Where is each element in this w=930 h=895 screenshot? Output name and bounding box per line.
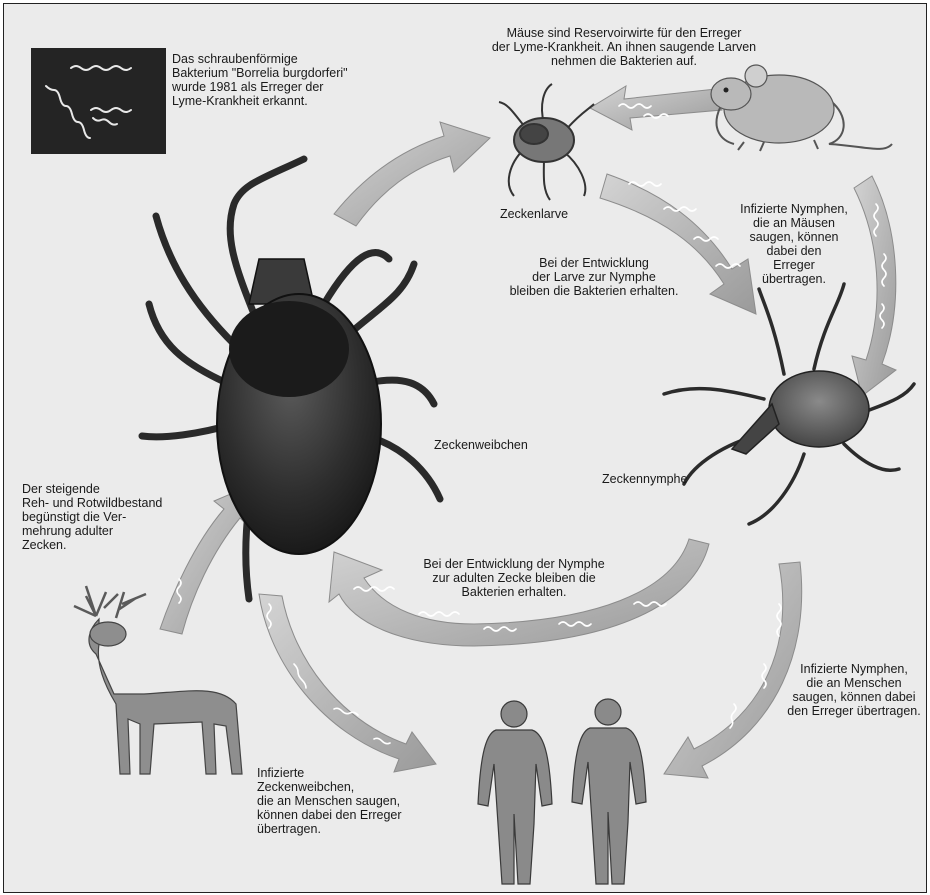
diagram-frame: Das schraubenförmige Bakterium "Borrelia… xyxy=(3,3,927,893)
label-female: Zeckenweibchen xyxy=(434,438,528,452)
label-larva-to-nymph: Bei der Entwicklung der Larve zur Nymphe… xyxy=(484,256,704,298)
arrow-female-to-larva xyxy=(334,122,490,226)
label-deer: Der steigende Reh- und Rotwildbestand be… xyxy=(22,482,162,552)
label-larva: Zeckenlarve xyxy=(484,207,584,221)
inset-caption: Das schraubenförmige Bakterium "Borrelia… xyxy=(172,52,348,108)
tick-larva-icon xyxy=(499,84,594,200)
arrow-mouse-to-larva xyxy=(590,86,722,130)
arrow-nymph-to-humans xyxy=(664,562,802,778)
label-nymph: Zeckennymphe xyxy=(602,472,687,486)
label-mice-reservoir: Mäuse sind Reservoirwirte für den Errege… xyxy=(474,26,774,68)
human-icon-left xyxy=(478,701,552,884)
human-icon-right xyxy=(572,699,646,884)
label-nymph-humans: Infizierte Nymphen, die an Menschen saug… xyxy=(784,662,924,718)
mouse-icon xyxy=(711,65,892,151)
deer-icon xyxy=(74,586,242,774)
label-nymph-to-adult: Bei der Entwicklung der Nymphe zur adult… xyxy=(399,557,629,599)
label-female-humans: Infizierte Zeckenweibchen, die an Mensch… xyxy=(257,766,402,836)
tick-female-body xyxy=(217,259,381,554)
borrelia-bacterium-icon xyxy=(31,48,166,154)
label-nymph-mice: Infizierte Nymphen, die an Mäusen saugen… xyxy=(729,202,859,286)
